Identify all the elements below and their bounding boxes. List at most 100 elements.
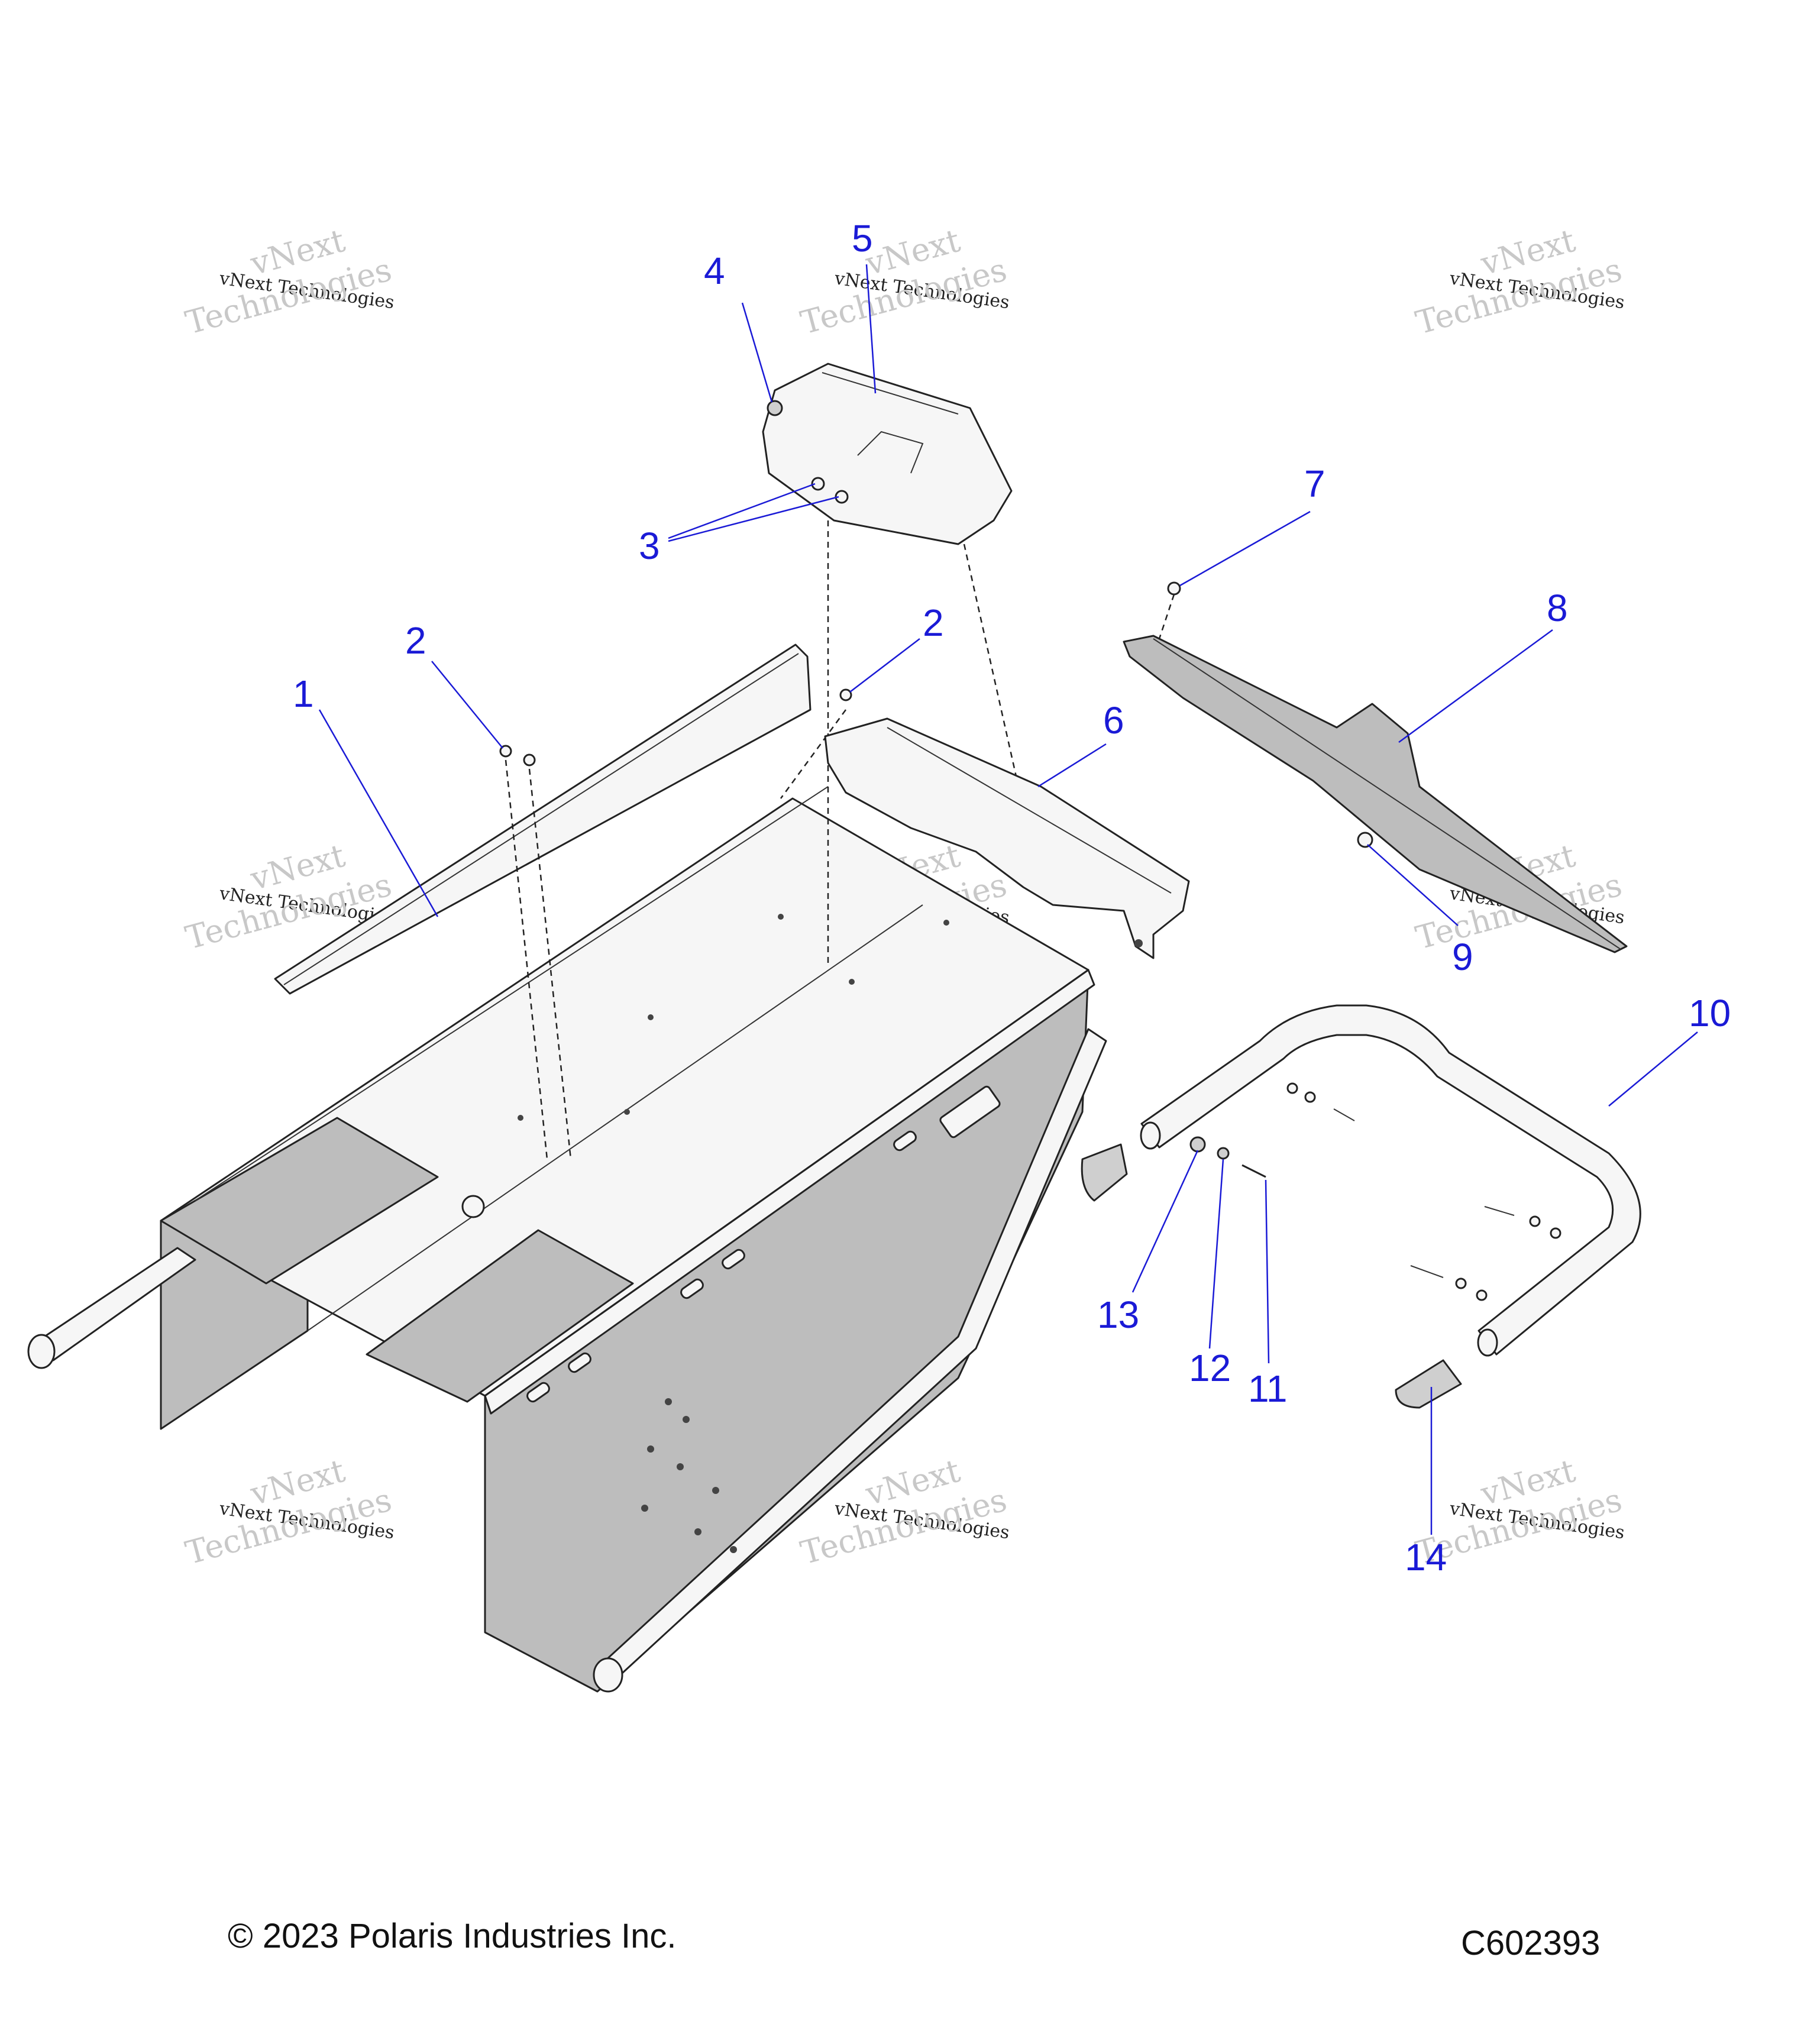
callout-1: 1 bbox=[293, 672, 314, 715]
bolt bbox=[1410, 1265, 1444, 1278]
side-slot bbox=[722, 1249, 745, 1270]
part-8-bracket bbox=[1123, 635, 1628, 953]
side-slot bbox=[526, 1382, 550, 1403]
part-6-bracket-edge bbox=[887, 727, 1172, 894]
deck-hole bbox=[518, 1115, 523, 1121]
side-hole bbox=[694, 1528, 701, 1535]
part-4-nut bbox=[767, 400, 783, 416]
part-5-cover bbox=[762, 363, 1013, 545]
washer bbox=[1550, 1227, 1561, 1239]
bolt bbox=[1484, 1206, 1515, 1216]
bracket-hole bbox=[1134, 939, 1143, 947]
part-3-fastener bbox=[811, 477, 825, 491]
callout-3: 3 bbox=[639, 525, 660, 567]
leader-line-12 bbox=[1208, 1159, 1224, 1349]
cargo-box-assembly bbox=[27, 786, 1107, 1693]
part-11-bolt bbox=[1241, 1164, 1266, 1178]
washer bbox=[1455, 1278, 1467, 1289]
leader-line-3b bbox=[668, 496, 839, 542]
part-14-end-cap-right bbox=[1395, 1359, 1462, 1409]
leader-line-4 bbox=[741, 302, 773, 403]
screw-head bbox=[523, 753, 536, 767]
assembly-guide-line bbox=[528, 768, 572, 1160]
washer bbox=[1304, 1091, 1316, 1103]
side-latch-recess bbox=[939, 1085, 1001, 1139]
right-rail-tube-end bbox=[593, 1657, 623, 1693]
part-10-tube-end bbox=[1140, 1121, 1161, 1150]
leader-line-9 bbox=[1367, 844, 1459, 926]
part-3-fastener bbox=[835, 490, 849, 504]
callout-6: 6 bbox=[1103, 699, 1124, 742]
part-10-loop-handle bbox=[1140, 1004, 1641, 1356]
callout-7: 7 bbox=[1304, 463, 1325, 505]
part-9-fastener bbox=[1357, 832, 1373, 848]
screw-head bbox=[839, 688, 852, 701]
side-hole bbox=[712, 1487, 719, 1494]
deck-hole bbox=[624, 1109, 630, 1115]
leader-line-2a bbox=[431, 661, 503, 749]
deck-fold-line bbox=[307, 904, 923, 1331]
leader-line-1 bbox=[318, 709, 439, 917]
callout-14: 14 bbox=[1405, 1536, 1447, 1579]
washer bbox=[1476, 1289, 1488, 1301]
side-hole bbox=[665, 1398, 672, 1405]
deck-panel-right bbox=[366, 1229, 634, 1403]
cargo-box-top-rail bbox=[484, 969, 1095, 1415]
deck-hole bbox=[648, 1014, 654, 1020]
callout-4: 4 bbox=[704, 250, 725, 292]
part-12-washer bbox=[1217, 1147, 1230, 1160]
left-rail-tube-end bbox=[27, 1334, 56, 1369]
watermark-top-center: vNext vNext Technologies Technologies bbox=[797, 222, 1011, 342]
assembly-guide-line bbox=[780, 709, 847, 799]
part-6-bracket bbox=[824, 717, 1190, 959]
callout-13: 13 bbox=[1097, 1293, 1139, 1336]
leader-line-7 bbox=[1179, 510, 1311, 587]
leader-line-6 bbox=[1037, 743, 1107, 788]
side-slot bbox=[568, 1352, 591, 1373]
handle-fastener-set-lower bbox=[1410, 1206, 1561, 1301]
side-hole bbox=[730, 1546, 737, 1553]
leader-line-2b bbox=[849, 638, 920, 693]
callout-5: 5 bbox=[852, 217, 873, 260]
side-hole bbox=[647, 1445, 654, 1453]
watermark-top-right: vNext vNext Technologies Technologies bbox=[1412, 222, 1626, 342]
part-1-rail-edge bbox=[283, 653, 799, 985]
callout-2: 2 bbox=[405, 619, 426, 662]
callout-11: 11 bbox=[1248, 1367, 1287, 1410]
washer bbox=[1286, 1082, 1298, 1094]
callout-12: 12 bbox=[1189, 1347, 1231, 1389]
assembly-guide-line bbox=[505, 759, 548, 1160]
part-13-washer bbox=[1189, 1136, 1206, 1153]
side-hole bbox=[641, 1505, 648, 1512]
bolt bbox=[1333, 1108, 1355, 1121]
figure-code: C602393 bbox=[1461, 1924, 1601, 1962]
part-5-cover-edge bbox=[822, 372, 959, 415]
side-slot bbox=[893, 1130, 917, 1152]
leader-line-13 bbox=[1131, 1150, 1199, 1293]
callout-8: 8 bbox=[1547, 587, 1568, 629]
side-hole bbox=[683, 1416, 690, 1423]
part-2-screws-left bbox=[499, 745, 572, 1160]
screw-head bbox=[499, 745, 512, 758]
part-14-end-cap-left bbox=[1081, 1143, 1128, 1202]
watermark-top-left: vNext vNext Technologies Technologies bbox=[182, 222, 396, 342]
leader-line-3a bbox=[668, 483, 816, 539]
leader-line-5 bbox=[865, 264, 877, 394]
deck-panel-left bbox=[160, 1117, 439, 1285]
assembly-guide-line bbox=[1158, 594, 1175, 639]
deck-edge-line bbox=[195, 786, 829, 1201]
callout-2: 2 bbox=[923, 601, 944, 644]
part-5-cover-detail bbox=[857, 431, 924, 474]
copyright-text: © 2023 Polaris Industries Inc. bbox=[228, 1917, 677, 1955]
deck-hole bbox=[943, 920, 949, 926]
part-7-fastener bbox=[1167, 581, 1181, 596]
deck-hole bbox=[778, 914, 784, 920]
washer bbox=[1529, 1215, 1541, 1227]
leader-line-11 bbox=[1265, 1179, 1270, 1364]
part-2-screws-right bbox=[839, 688, 852, 701]
watermark-bottom-left: vNext vNext Technologies Technologies bbox=[182, 1452, 396, 1572]
callout-10: 10 bbox=[1689, 992, 1731, 1034]
leader-line-8 bbox=[1398, 629, 1553, 743]
handle-fastener-set-upper bbox=[1286, 1082, 1355, 1121]
